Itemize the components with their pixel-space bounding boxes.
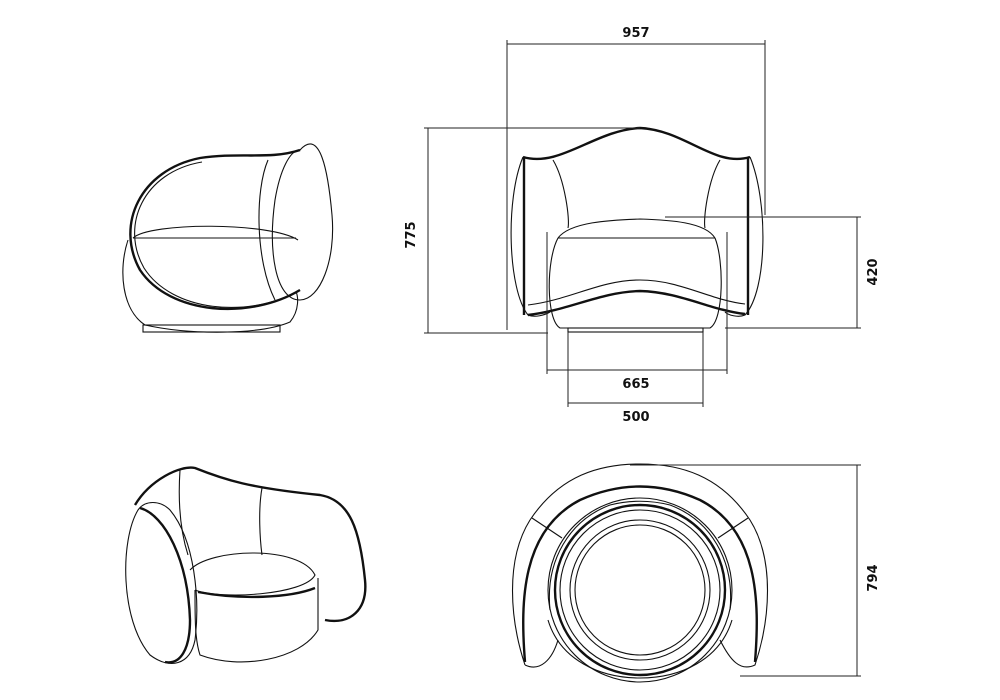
dim-label-794: 794 <box>866 564 881 591</box>
dimension-665: 665 <box>546 232 728 392</box>
dim-label-957: 957 <box>622 26 649 41</box>
top-view <box>512 463 768 683</box>
dim-label-775: 775 <box>404 221 419 248</box>
dim-label-500: 500 <box>622 410 649 425</box>
dimension-957: 957 <box>506 26 766 330</box>
dim-label-420: 420 <box>866 258 881 285</box>
dimension-420: 420 <box>665 216 881 329</box>
dimension-775: 775 <box>404 127 640 334</box>
dimension-794: 794 <box>630 464 881 677</box>
perspective-view <box>125 466 367 664</box>
dimension-500: 500 <box>567 332 704 425</box>
side-view <box>122 143 334 333</box>
front-view <box>510 126 764 333</box>
side-base <box>142 324 281 333</box>
dim-label-665: 665 <box>622 377 649 392</box>
